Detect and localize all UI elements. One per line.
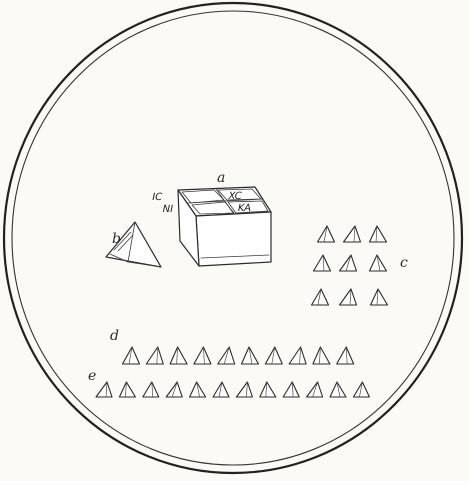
triangle-row-d [123, 347, 354, 364]
pyramid-e-2 [119, 382, 135, 397]
stamp-box-a: IC XC NI KA [151, 187, 271, 266]
pyramid-e-8 [260, 382, 276, 397]
label-e: e [88, 368, 96, 384]
pyramid-d-7 [265, 347, 282, 364]
pyramid-c-3-1 [312, 289, 329, 305]
pyramid-c-3-3 [371, 289, 388, 305]
pyramid-c-1-1 [318, 226, 335, 242]
pyramid-e-6 [213, 382, 229, 397]
pyramid-e-5 [190, 382, 206, 397]
box-cell-ka: KA [237, 203, 253, 214]
pyramid-e-4 [166, 382, 182, 397]
pyramid-d-2 [146, 347, 163, 364]
pyramid-c-2-2 [340, 255, 357, 271]
pyramid-e-11 [330, 382, 346, 397]
pyramid-d-8 [289, 347, 306, 364]
pyramid-e-9 [283, 382, 299, 397]
pyramid-e-3 [143, 382, 159, 397]
pyramid-d-5 [218, 347, 235, 364]
pyramid-c-2-3 [370, 255, 387, 271]
pyramid-d-9 [313, 347, 330, 364]
label-c: c [400, 255, 408, 271]
pyramid-e-7 [236, 382, 252, 397]
pyramid-d-10 [337, 347, 354, 364]
pyramid-d-4 [194, 347, 211, 364]
pyramid-c-1-3 [370, 226, 387, 242]
pyramid-e-10 [307, 382, 323, 397]
label-d: d [110, 328, 119, 344]
pyramid-e-12 [353, 382, 369, 397]
box-cell-ic: IC [151, 192, 163, 203]
pyramid-d-6 [242, 347, 259, 364]
pyramid-e-1 [96, 382, 112, 397]
box-cell-ni: NI [161, 204, 174, 215]
triangle-row-e [96, 382, 369, 397]
pyramid-d-3 [170, 347, 187, 364]
triangle-group-c [312, 226, 388, 305]
pyramid-c-3-2 [340, 289, 357, 305]
box-cell-xc: XC [227, 191, 242, 202]
pyramid-c-1-2 [344, 226, 361, 242]
label-a: a [217, 170, 225, 186]
pyramid-c-2-1 [314, 255, 331, 271]
pyramid-d-1 [123, 347, 140, 364]
